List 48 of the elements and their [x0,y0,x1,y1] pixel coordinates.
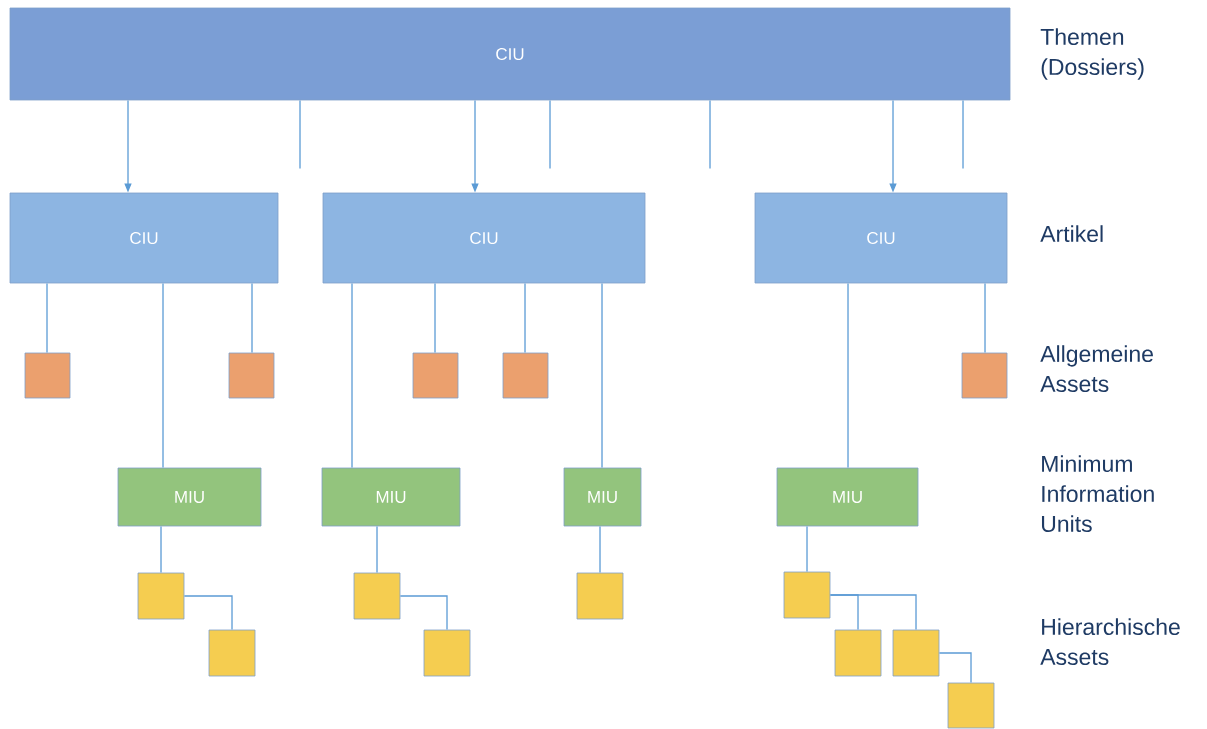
asset-square [961,352,1008,399]
unit-box: MIU [563,467,642,527]
article-box: CIU [9,192,279,284]
unit-box: MIU [117,467,262,527]
connector [847,282,849,469]
connector [399,595,448,631]
asset-square [502,352,549,399]
connector [829,594,917,631]
connector [938,652,972,684]
topic-bar: CIU [9,7,1011,101]
asset-square [353,572,401,620]
asset-square [892,629,940,677]
side-label: Minimum Information Units [1042,455,1154,533]
asset-square [783,571,831,619]
connector [984,282,986,354]
asset-square [423,629,471,677]
asset-square [576,572,624,620]
article-box: CIU [322,192,646,284]
asset-square [24,352,71,399]
unit-box: MIU [776,467,919,527]
connector [183,595,233,631]
side-label: Themen (Dossiers) [1040,28,1144,80]
connector [962,99,964,170]
connector [46,282,48,354]
connector [806,525,808,573]
connector [549,99,551,170]
connector [599,525,601,574]
asset-square [137,572,185,620]
connector [351,282,353,469]
side-label: Allgemeine Assets [1040,345,1153,393]
connector [299,99,301,170]
asset-square [228,352,275,399]
connector [376,525,378,574]
unit-box: MIU [321,467,461,527]
asset-square [412,352,459,399]
connector [709,99,711,170]
asset-square [947,682,995,729]
connector [524,282,526,354]
connector [162,282,164,469]
asset-square [834,629,882,677]
connector [601,282,603,469]
side-label: Hierarchische Assets [1040,618,1180,666]
asset-square [208,629,256,677]
connector [434,282,436,354]
side-label: Artikel [1040,225,1103,243]
connector [251,282,253,354]
connector [160,525,162,574]
article-box: CIU [754,192,1008,284]
